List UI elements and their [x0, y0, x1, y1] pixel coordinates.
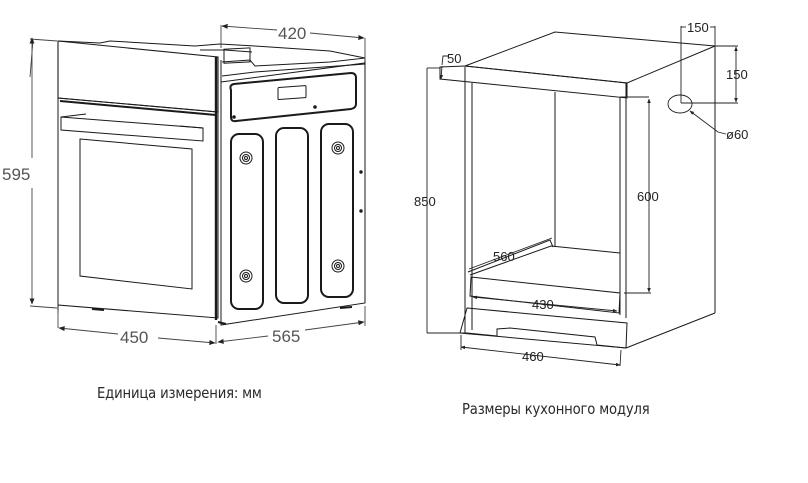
dim-opening-height: 600: [637, 189, 659, 204]
unit-caption: Единица измерения: мм: [97, 384, 262, 402]
dim-shelf-depth: 560: [493, 249, 515, 264]
oven-drawing: [57, 40, 366, 326]
dim-cabinet-height: 850: [414, 194, 436, 209]
dim-outer-width: 460: [522, 349, 544, 364]
dim-oven-height: 595: [2, 165, 30, 184]
dim-vent-horizontal: 150: [687, 20, 709, 35]
vent-hole: [667, 94, 693, 114]
dim-inner-width: 430: [532, 297, 554, 312]
cabinet-caption: Размеры кухонного модуля: [462, 400, 650, 418]
dim-oven-width-top: 420: [278, 24, 306, 43]
dim-top-offset: 50: [447, 51, 461, 66]
dim-vent-diameter: ø60: [726, 127, 748, 142]
dim-oven-depth: 565: [272, 327, 300, 346]
dim-vent-vertical: 150: [726, 67, 748, 82]
oven-dimensions: [29, 23, 366, 346]
dim-oven-front-width: 450: [120, 328, 148, 347]
cabinet-drawing: [439, 31, 716, 349]
bolt-icon: [239, 141, 345, 283]
cabinet-dimensions: [426, 26, 738, 367]
